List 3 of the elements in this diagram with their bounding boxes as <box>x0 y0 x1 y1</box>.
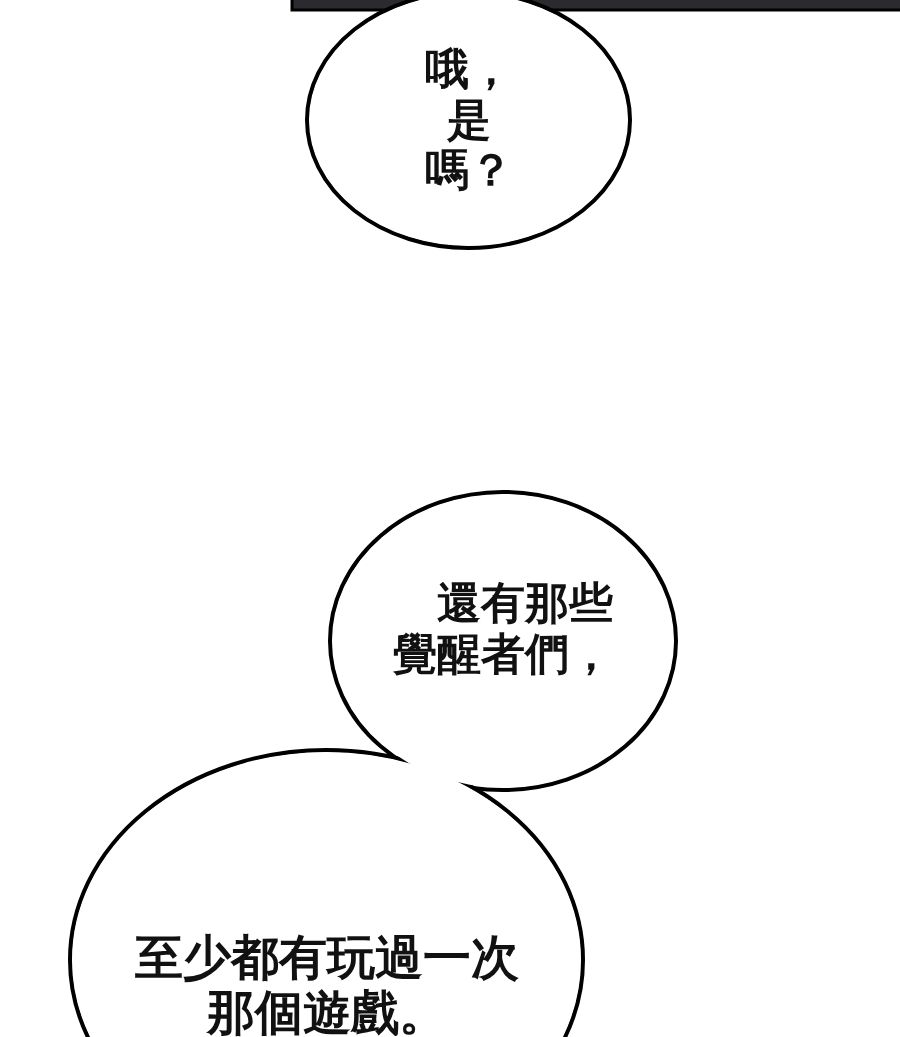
speech-text: 哦，是嗎？ <box>423 44 514 196</box>
speech-text: 至少都有玩過一次那個遊戲。 <box>134 930 519 1037</box>
speech-text: 還有那些覺醒者們， <box>393 578 613 680</box>
